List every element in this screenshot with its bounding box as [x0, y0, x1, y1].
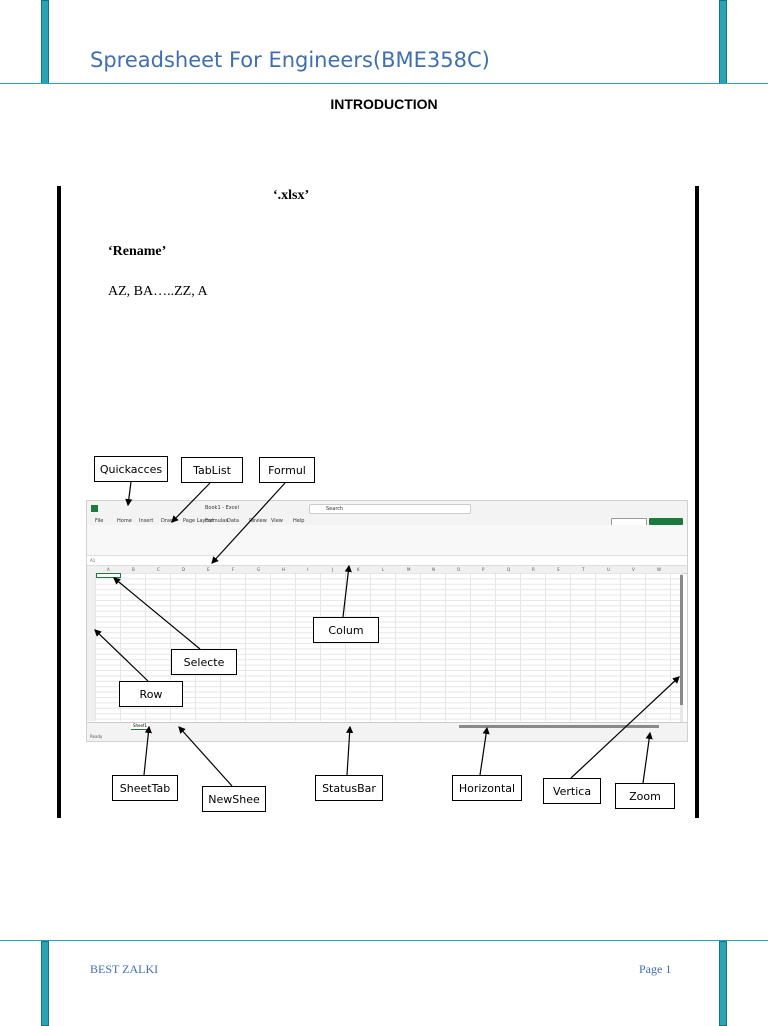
excel-name-box[interactable]: A1	[90, 558, 96, 563]
excel-column-header[interactable]: P	[482, 567, 485, 572]
excel-column-header[interactable]: Q	[507, 567, 511, 572]
column-callout: Colum	[313, 617, 379, 643]
excel-status-text: Ready	[90, 734, 103, 739]
excel-search-box[interactable]: Search	[309, 504, 471, 514]
arrow-sheet-tab	[143, 725, 152, 776]
excel-title-bar: Book1 - Excel Search	[87, 501, 687, 516]
arrow-horizontal	[479, 726, 490, 776]
page-header-title: Spreadsheet For Engineers(BME358C)	[90, 48, 490, 72]
excel-sheet-bar	[87, 722, 687, 731]
right-border-bar	[695, 186, 699, 818]
excel-menu-item[interactable]: Help	[293, 518, 305, 524]
excel-column-header[interactable]: R	[532, 567, 535, 572]
vertical-callout: Vertica	[543, 778, 601, 804]
excel-window-title: Book1 - Excel	[205, 505, 239, 511]
excel-column-header[interactable]: C	[157, 567, 160, 572]
excel-column-header[interactable]: A	[107, 567, 110, 572]
excel-column-header[interactable]: U	[607, 567, 610, 572]
excel-column-header[interactable]: D	[182, 567, 186, 572]
arrow-vertical	[570, 676, 680, 779]
footer-right-tab-decoration	[719, 941, 727, 1026]
arrow-selected	[113, 577, 201, 650]
excel-menu-item[interactable]: View	[271, 518, 283, 524]
arrow-zoom	[642, 731, 653, 784]
excel-logo-icon	[91, 505, 98, 512]
sheet-tab-callout: SheetTab	[112, 775, 178, 801]
excel-column-header[interactable]: J	[332, 567, 334, 572]
left-border-bar	[57, 186, 61, 818]
excel-cell-grid[interactable]	[95, 573, 681, 721]
excel-column-header[interactable]: B	[132, 567, 135, 572]
excel-column-header[interactable]: T	[582, 567, 585, 572]
excel-formula-bar[interactable]: A1	[87, 557, 687, 566]
excel-column-header[interactable]: M	[407, 567, 411, 572]
excel-menu-item[interactable]: Page Layout	[183, 518, 214, 524]
arrow-quick-access	[125, 481, 133, 507]
excel-column-header[interactable]: N	[432, 567, 435, 572]
excel-menu-item[interactable]: Data	[227, 518, 239, 524]
xlsx-text: ‘.xlsx’	[273, 188, 310, 203]
arrow-row	[94, 629, 149, 682]
excel-selected-cell[interactable]	[96, 573, 121, 578]
excel-column-header[interactable]: F	[232, 567, 235, 572]
excel-column-header[interactable]: O	[457, 567, 461, 572]
excel-column-header[interactable]: H	[282, 567, 286, 572]
formula-callout: Formul	[259, 457, 315, 483]
footer-page-number: Page 1	[639, 962, 672, 976]
rename-text: ‘Rename’	[108, 244, 167, 259]
quick-access-callout: Quickacces	[94, 456, 168, 482]
excel-share-button[interactable]	[649, 518, 683, 525]
excel-sheet-tab[interactable]: Sheet1	[131, 723, 149, 730]
excel-menu-item[interactable]: Formulas	[205, 518, 228, 524]
arrow-new-sheet	[178, 726, 233, 787]
horizontal-callout: Horizontal	[452, 775, 522, 801]
footer-rule	[0, 940, 768, 941]
excel-menu-item[interactable]: Draw	[161, 518, 175, 524]
footer-institution: BEST ZALKI	[90, 962, 159, 976]
excel-column-header[interactable]: L	[382, 567, 385, 572]
tablist-callout: TabList	[181, 457, 243, 483]
excel-horizontal-scrollbar[interactable]	[459, 725, 659, 728]
row-callout: Row	[119, 681, 183, 707]
excel-column-header[interactable]: K	[357, 567, 360, 572]
excel-menu-item[interactable]: Review	[249, 518, 267, 524]
excel-column-header[interactable]: S	[557, 567, 560, 572]
excel-column-header[interactable]: G	[257, 567, 261, 572]
arrow-status-bar	[346, 725, 354, 776]
excel-status-bar: Ready	[87, 731, 687, 741]
excel-menu-item[interactable]: Insert	[139, 518, 154, 524]
column-sequence-text: AZ, BA…..ZZ, A	[108, 284, 208, 299]
status-bar-callout: StatusBar	[315, 775, 383, 801]
arrow-formula	[211, 482, 286, 564]
excel-menu-item[interactable]: File	[95, 518, 104, 524]
excel-vertical-scrollbar[interactable]	[680, 575, 683, 705]
excel-menu-item[interactable]: Home	[117, 518, 132, 524]
section-heading: INTRODUCTION	[330, 96, 438, 112]
arrow-tablist	[171, 482, 211, 523]
selected-callout: Selecte	[171, 649, 237, 675]
excel-column-header[interactable]: I	[307, 567, 309, 572]
excel-ribbon	[87, 525, 687, 556]
footer-left-tab-decoration	[41, 941, 49, 1026]
arrow-column	[342, 564, 352, 618]
excel-column-header[interactable]: V	[632, 567, 635, 572]
header-rule	[0, 83, 768, 84]
new-sheet-callout: NewShee	[202, 786, 266, 812]
excel-search-label: Search	[326, 506, 344, 512]
excel-column-header[interactable]: W	[657, 567, 661, 572]
excel-column-header[interactable]: E	[207, 567, 210, 572]
zoom-callout: Zoom	[615, 783, 675, 809]
